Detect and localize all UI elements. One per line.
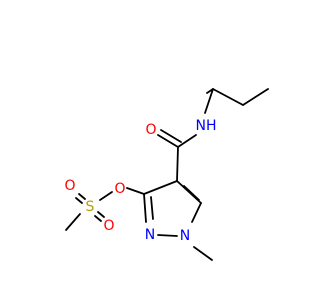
bond-amide-ring — [176, 146, 179, 182]
bond-nh-propyl — [204, 88, 214, 114]
ring-n2-label: N — [145, 227, 155, 243]
bond-s-o-top-a — [78, 193, 86, 200]
ring-n1-label: N — [180, 228, 190, 244]
bond-ring-c4-c5-inner — [183, 185, 200, 201]
sulfonyl-oxygen-top-label: O — [64, 178, 75, 194]
bond-s-o-bottom-b — [97, 211, 105, 218]
bond-ring-c3-n2 — [143, 193, 147, 223]
bond-amide-c-o-a — [157, 134, 179, 148]
bond-c3-ester-o — [126, 187, 145, 195]
sulfur-label: S — [86, 199, 95, 215]
bond-ring-c5-n1 — [191, 202, 202, 223]
bond-propyl-c2-c3 — [242, 88, 269, 106]
bond-amide-c-o-b — [160, 129, 182, 143]
bond-s-o-top-b — [75, 197, 83, 204]
molecule-structure: O NH O S O O N N — [64, 88, 269, 261]
bond-amide-c-n — [177, 134, 197, 148]
bond-ring-c4-c3 — [143, 180, 178, 195]
amide-nh-label: NH — [196, 118, 217, 134]
amide-oxygen-label: O — [145, 122, 156, 138]
bond-ester-o-s — [99, 191, 113, 201]
molecule-canvas: O NH O S O O N N — [64, 88, 269, 261]
ester-oxygen-label: O — [114, 181, 125, 197]
bond-s-methyl — [65, 213, 81, 231]
bond-propyl-c1-c2 — [212, 88, 244, 106]
sulfonyl-oxygen-bottom-label: O — [103, 218, 114, 234]
bond-s-o-bottom-a — [94, 215, 102, 222]
bond-ring-c3-n2-inner — [150, 196, 154, 220]
bond-n-methyl — [193, 246, 213, 261]
bond-ring-n1-n2 — [157, 234, 178, 237]
